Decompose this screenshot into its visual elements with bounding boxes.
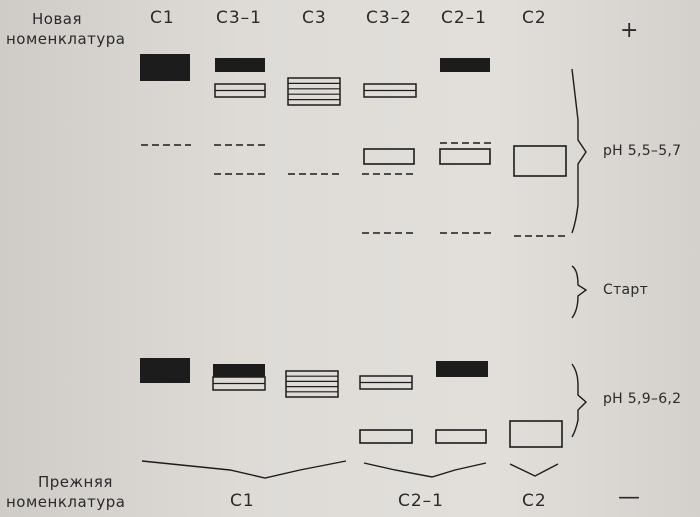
column-header-c2: C2 xyxy=(522,8,547,28)
lower-ph-range-label: pH 5,9–6,2 xyxy=(603,391,682,407)
band-c3-lower-striped xyxy=(285,370,339,398)
band-c3-2-lower-open xyxy=(359,429,413,444)
new-nomenclature-label-line1: Новая xyxy=(32,10,83,28)
band-c2-lower-open xyxy=(509,420,563,448)
band-c2-1-lower-open xyxy=(435,429,487,444)
column-header-c1: C1 xyxy=(150,8,175,28)
brace-start xyxy=(571,265,588,319)
old-group-label-c1: C1 xyxy=(230,491,255,511)
band-c1-lower-solid xyxy=(140,358,190,383)
column-header-c3-1: C3–1 xyxy=(216,8,263,28)
start-label: Старт xyxy=(603,282,649,298)
brace-old-c2-1 xyxy=(363,462,487,478)
new-nomenclature-label-line2: номенклатура xyxy=(6,30,126,48)
brace-upper-range xyxy=(571,68,587,234)
band-c2-1-upper-solid xyxy=(440,58,490,72)
brace-old-c2 xyxy=(509,463,559,477)
minus-sign-cathode: — xyxy=(618,485,640,510)
brace-old-c1 xyxy=(141,460,347,479)
upper-ph-range-label: pH 5,5–5,7 xyxy=(603,143,682,159)
band-c2-upper-open xyxy=(513,145,567,177)
old-nomenclature-label-line1: Прежняя xyxy=(38,473,113,491)
plus-sign-anode: + xyxy=(620,18,639,43)
band-c2-1-lower-solid xyxy=(436,361,488,377)
column-header-c2-1: C2–1 xyxy=(441,8,488,28)
band-c2-1-upper-open xyxy=(439,148,491,165)
band-c3-1-upper-solid xyxy=(215,58,265,72)
column-header-c3-2: C3–2 xyxy=(366,8,413,28)
old-group-label-c2-1: C2–1 xyxy=(398,491,445,511)
old-nomenclature-label-line2: номенклатура xyxy=(6,493,126,511)
band-c3-2-upper-open xyxy=(363,148,415,165)
band-c3-upper-striped xyxy=(287,77,341,106)
band-c1-upper-solid xyxy=(140,54,190,81)
band-c3-1-lower-solid xyxy=(213,364,265,377)
column-header-c3: C3 xyxy=(302,8,327,28)
old-group-label-c2: C2 xyxy=(522,491,547,511)
brace-lower-range xyxy=(571,363,588,438)
